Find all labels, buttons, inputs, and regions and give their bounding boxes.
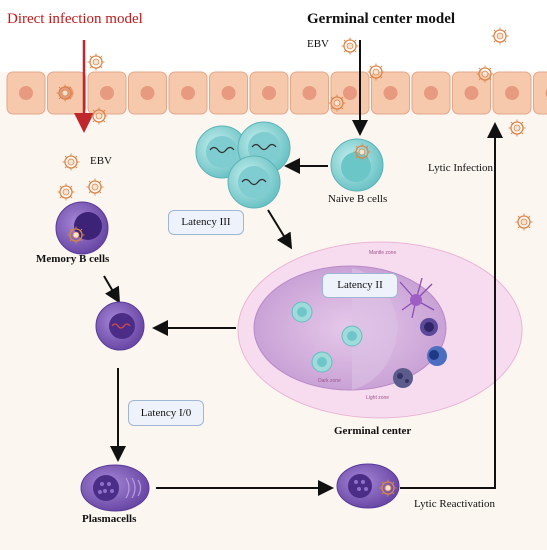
epithelial-nucleus xyxy=(383,86,398,100)
latency-ii-box: Latency II xyxy=(322,273,398,298)
plasmacell-left xyxy=(80,464,150,512)
infected-naive-cluster xyxy=(195,121,291,209)
plasmacell-right xyxy=(336,463,400,509)
naive-b-cell xyxy=(330,138,384,192)
memory-to-b-arrow xyxy=(103,275,121,304)
epithelial-cell xyxy=(533,71,547,115)
epithelial-nucleus xyxy=(140,86,155,100)
latency-i0-box: Latency I/0 xyxy=(128,400,204,426)
germinal-center-model-title: Germinal center model xyxy=(307,11,456,27)
plasmacells-label: Plasmacells xyxy=(82,513,137,525)
epithelial-nucleus xyxy=(464,86,479,100)
ebv-label-left: EBV xyxy=(90,155,112,167)
mantle-zone-label: Mantle zone xyxy=(369,250,397,256)
epithelial-nucleus xyxy=(505,86,519,100)
epithelial-nucleus xyxy=(424,86,438,100)
lytic-infection-label: Lytic Infection xyxy=(428,162,494,174)
memory-b-cell xyxy=(55,201,109,255)
dark-zone-label: Dark zone xyxy=(318,378,341,384)
epithelial-nucleus xyxy=(19,86,33,100)
epithelial-nucleus xyxy=(262,86,276,100)
lytic-reactivation-label: Lytic Reactivation xyxy=(414,498,495,510)
direct-infection-title: Direct infection model xyxy=(7,11,143,27)
memory-b-label: Memory B cells xyxy=(36,253,110,265)
top-band xyxy=(0,0,547,72)
infected-b-cell xyxy=(95,301,145,351)
lytic-reactivation-arrow xyxy=(400,122,503,489)
latency-iii-box: Latency III xyxy=(168,210,244,235)
epithelial-nucleus xyxy=(302,86,317,100)
light-zone-label: Light zone xyxy=(366,395,390,401)
epithelial-nucleus xyxy=(181,86,195,100)
epithelium-layer xyxy=(6,71,547,115)
cluster-to-gc-arrow xyxy=(267,209,293,250)
epithelial-nucleus xyxy=(221,86,236,100)
ebv-label-top: EBV xyxy=(307,38,329,50)
germinal-center xyxy=(237,241,523,419)
germinal-center-label: Germinal center xyxy=(334,425,412,437)
epithelial-nucleus xyxy=(100,86,114,100)
epithelial-nucleus xyxy=(343,86,357,100)
naive-b-label: Naive B cells xyxy=(328,193,388,205)
